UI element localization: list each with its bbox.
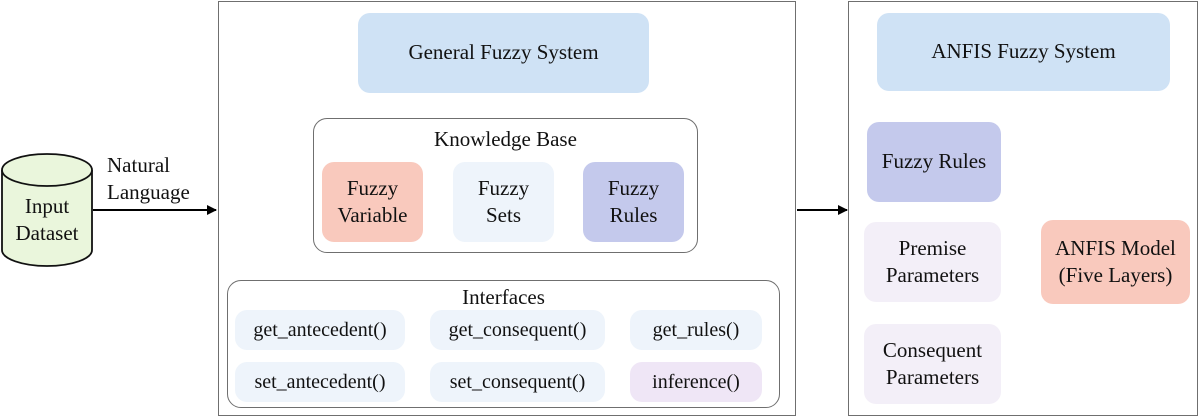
method-inference: inference() — [630, 362, 762, 402]
anfis-input-consequent-parameters: Consequent Parameters — [864, 324, 1001, 404]
method-get-rules: get_rules() — [630, 310, 762, 350]
kb-fuzzy-variable: Fuzzy Variable — [322, 162, 423, 242]
input-dataset-cylinder — [1, 153, 93, 267]
method-get-antecedent: get_antecedent() — [235, 310, 405, 350]
kb-fuzzy-rules: Fuzzy Rules — [583, 162, 684, 242]
input-dataset-label: Input Dataset — [2, 190, 92, 250]
anfis-model-box: ANFIS Model (Five Layers) — [1041, 220, 1190, 304]
anfis-input-premise-parameters: Premise Parameters — [864, 222, 1001, 302]
anfis-input-fuzzy-rules: Fuzzy Rules — [867, 122, 1001, 202]
input-label-line2: Dataset — [15, 221, 79, 245]
method-set-consequent: set_consequent() — [430, 362, 605, 402]
interfaces-title: Interfaces — [462, 285, 545, 309]
anfis-fuzzy-system-title: ANFIS Fuzzy System — [877, 13, 1170, 91]
knowledge-base-title: Knowledge Base — [434, 127, 577, 151]
kb-fuzzy-sets: Fuzzy Sets — [453, 162, 554, 242]
natural-language-label: Natural Language — [107, 153, 190, 205]
input-label-line1: Input — [24, 193, 70, 218]
method-set-antecedent: set_antecedent() — [235, 362, 405, 402]
method-get-consequent: get_consequent() — [430, 310, 605, 350]
general-fuzzy-system-title: General Fuzzy System — [358, 13, 649, 93]
